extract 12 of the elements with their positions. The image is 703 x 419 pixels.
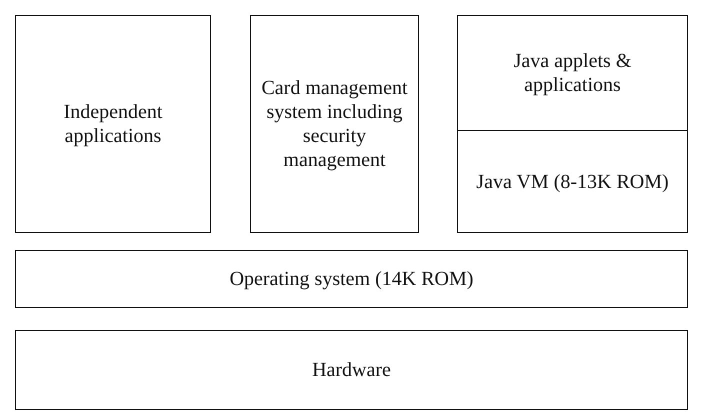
layer-band bbox=[15, 330, 688, 410]
layer-box bbox=[250, 15, 419, 233]
layer-label: Independent applications bbox=[62, 100, 164, 148]
layer-box bbox=[457, 130, 688, 233]
layer-band bbox=[15, 250, 688, 308]
layer-label: Java VM (8-13K ROM) bbox=[476, 170, 669, 194]
layer-box bbox=[457, 15, 688, 131]
layer-box bbox=[15, 15, 211, 233]
layer-label: Hardware bbox=[312, 358, 391, 382]
layer-label: Card management system including security management bbox=[260, 76, 409, 172]
layer-label: Operating system (14K ROM) bbox=[230, 267, 474, 291]
layer-label: Java applets & applications bbox=[512, 49, 632, 97]
